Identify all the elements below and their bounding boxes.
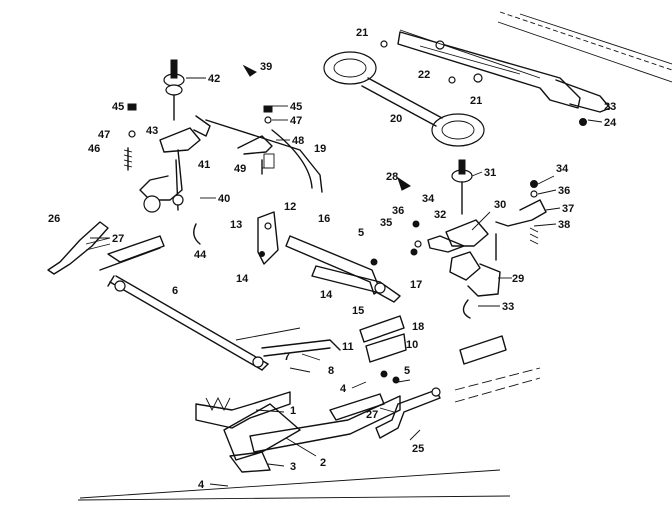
- callout-36: 36: [392, 205, 404, 217]
- callout-24: 24: [604, 117, 617, 129]
- center-linkage: [257, 211, 407, 384]
- callout-12: 12: [284, 201, 296, 213]
- callout-4: 4: [198, 479, 205, 491]
- right-control-assembly: [410, 159, 547, 365]
- callout-1: 1: [290, 405, 296, 417]
- callout-27: 27: [366, 409, 378, 421]
- callout-34: 34: [556, 163, 569, 175]
- callout-6: 6: [172, 285, 178, 297]
- leader-lines: [90, 29, 603, 487]
- lower-linkage: [195, 339, 401, 473]
- callout-14: 14: [236, 273, 249, 285]
- callout-7: 7: [284, 351, 290, 363]
- cable: [235, 129, 313, 341]
- callout-34: 34: [422, 193, 435, 205]
- callout-32: 32: [434, 209, 446, 221]
- callout-27: 27: [112, 233, 124, 245]
- callout-8: 8: [328, 365, 334, 377]
- callout-5: 5: [358, 227, 364, 239]
- callout-28: 28: [386, 171, 398, 183]
- callout-16: 16: [318, 213, 330, 225]
- callout-43: 43: [146, 125, 158, 137]
- callout-labels: 1 2 3 4 4 5 5 6 7 8 10 11 12 13 14 14 15…: [48, 27, 617, 491]
- main-shaft: [107, 275, 269, 371]
- callout-19: 19: [314, 143, 326, 155]
- callout-31: 31: [484, 167, 496, 179]
- frame-rail: [77, 11, 672, 501]
- callout-29: 29: [512, 273, 524, 285]
- callout-39: 39: [260, 61, 272, 73]
- callout-13: 13: [230, 219, 242, 231]
- left-control-assembly: [123, 59, 323, 245]
- callout-5: 5: [404, 365, 410, 377]
- callout-48: 48: [292, 135, 304, 147]
- callout-14: 14: [320, 289, 333, 301]
- callout-42: 42: [208, 73, 220, 85]
- callout-38: 38: [558, 219, 570, 231]
- callout-10: 10: [406, 339, 418, 351]
- callout-25: 25: [412, 443, 424, 455]
- z-lever: [375, 387, 441, 439]
- callout-47: 47: [98, 129, 110, 141]
- callout-36: 36: [558, 185, 570, 197]
- callout-44: 44: [194, 249, 207, 261]
- callout-4: 4: [340, 383, 347, 395]
- callout-23: 23: [604, 101, 616, 113]
- callout-2: 2: [320, 457, 326, 469]
- callout-33: 33: [502, 301, 514, 313]
- pulley-bracket-assembly: [323, 31, 611, 147]
- callout-37: 37: [562, 203, 574, 215]
- callout-41: 41: [198, 159, 210, 171]
- callout-22: 22: [418, 69, 430, 81]
- callout-45: 45: [290, 101, 302, 113]
- callout-11: 11: [342, 341, 354, 353]
- callout-26: 26: [48, 213, 60, 225]
- callout-20: 20: [390, 113, 402, 125]
- callout-3: 3: [290, 461, 296, 473]
- callout-21: 21: [356, 27, 368, 39]
- direction-arrows: [242, 64, 411, 191]
- callout-21: 21: [470, 95, 482, 107]
- callout-46: 46: [88, 143, 100, 155]
- shift-lever-left: [47, 221, 165, 275]
- callout-49: 49: [234, 163, 246, 175]
- callout-30: 30: [494, 199, 506, 211]
- callout-17: 17: [410, 279, 422, 291]
- callout-35: 35: [380, 217, 392, 229]
- callout-45: 45: [112, 101, 124, 113]
- callout-40: 40: [218, 193, 230, 205]
- callout-18: 18: [412, 321, 424, 333]
- callout-47: 47: [290, 115, 302, 127]
- callout-15: 15: [352, 305, 364, 317]
